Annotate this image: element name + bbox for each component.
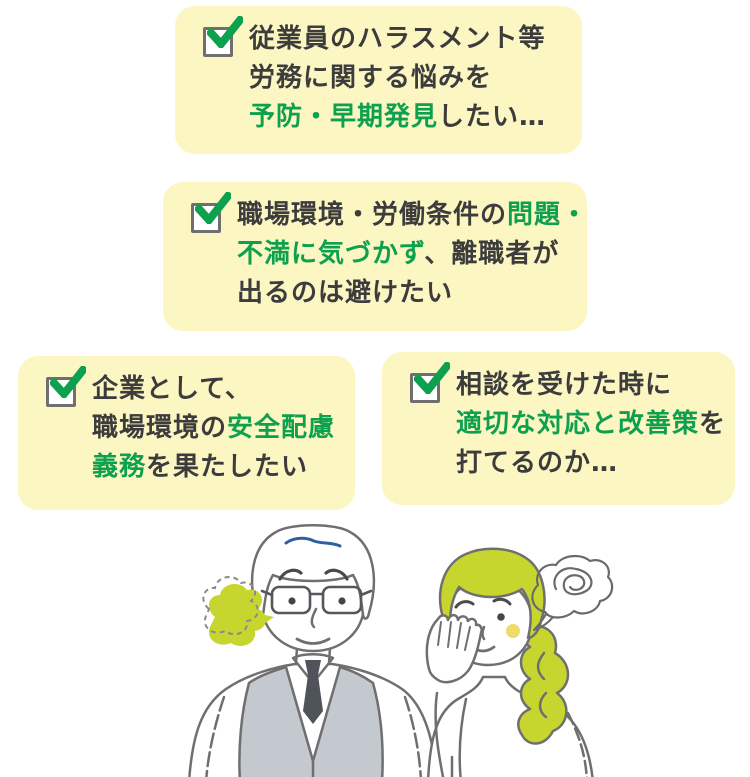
checklist-card-concern-response: 相談を受けた時に適切な対応と改善策を打てるのか… (382, 352, 735, 505)
checkmark-icon (414, 362, 450, 394)
text-line: 適切な対応と改善策を (456, 405, 726, 444)
text-line: 予防・早期発見したい… (249, 98, 546, 137)
text-segment: 義務 (92, 452, 147, 482)
text-segment: を (699, 409, 727, 439)
text-segment: 労務に関する悩みを (249, 63, 493, 93)
hand (425, 613, 483, 684)
tie (303, 660, 323, 724)
checkmark-icon (207, 16, 243, 48)
ponytail (517, 624, 570, 745)
text-segment: を果たしたい (146, 452, 309, 482)
text-segment: 打てるのか… (456, 448, 619, 478)
checkbox-column (191, 192, 237, 331)
blush-right (506, 624, 520, 638)
text-segment: 、離職者が (424, 239, 560, 269)
text-segment: 従業員のハラスメント等 (249, 24, 546, 54)
text-segment: 適切な対応と改善策 (456, 409, 700, 439)
text-line: 労務に関する悩みを (249, 59, 546, 98)
checkbox-column (410, 362, 456, 505)
text-segment: 相談を受けた時に (456, 370, 673, 400)
text-line: 打てるのか… (456, 444, 726, 483)
text-segment: 予防・早期発見 (249, 102, 439, 132)
checkmark-icon (195, 192, 231, 224)
text-segment: 安全配慮 (227, 413, 336, 443)
checklist-card-concern-turnover: 職場環境・労働条件の問題・不満に気づかず、離職者が出るのは避けたい (163, 182, 587, 331)
card-text: 企業として、職場環境の安全配慮義務を果たしたい (92, 370, 335, 510)
checkmark-icon (50, 366, 86, 398)
text-segment: 職場環境の (92, 413, 228, 443)
text-line: 相談を受けた時に (456, 366, 726, 405)
thought-scribble-icon (531, 555, 614, 632)
illustration (188, 524, 614, 777)
sigh-puff-icon (202, 576, 274, 646)
text-segment: したい… (438, 102, 547, 132)
text-segment: 問題・ (507, 200, 589, 230)
text-line: 企業として、 (92, 370, 335, 409)
text-segment: 企業として、 (92, 374, 252, 404)
checklist-card-concern-harassment: 従業員のハラスメント等労務に関する悩みを予防・早期発見したい… (175, 6, 582, 154)
card-text: 相談を受けた時に適切な対応と改善策を打てるのか… (456, 366, 726, 505)
checkbox-column (203, 16, 249, 154)
text-line: 職場環境の安全配慮 (92, 409, 335, 448)
text-segment: 不満に気づかず (237, 239, 425, 269)
checklist-card-concern-safety-duty: 企業として、職場環境の安全配慮義務を果たしたい (18, 356, 355, 510)
man-figure (188, 524, 438, 777)
text-segment: 出るのは避けたい (237, 278, 454, 308)
hair-accent (284, 536, 342, 548)
text-line: 義務を果たしたい (92, 448, 335, 487)
woman-figure (425, 547, 594, 777)
text-segment: 職場環境・労働条件の (237, 200, 508, 230)
text-line: 従業員のハラスメント等 (249, 20, 546, 59)
text-line: 不満に気づかず、離職者が (237, 235, 588, 274)
card-text: 職場環境・労働条件の問題・不満に気づかず、離職者が出るのは避けたい (237, 196, 588, 331)
glasses (260, 585, 373, 615)
card-text: 従業員のハラスメント等労務に関する悩みを予防・早期発見したい… (249, 20, 546, 154)
text-line: 職場環境・労働条件の問題・ (237, 196, 588, 235)
checkbox-column (46, 366, 92, 510)
text-line: 出るのは避けたい (237, 274, 588, 313)
